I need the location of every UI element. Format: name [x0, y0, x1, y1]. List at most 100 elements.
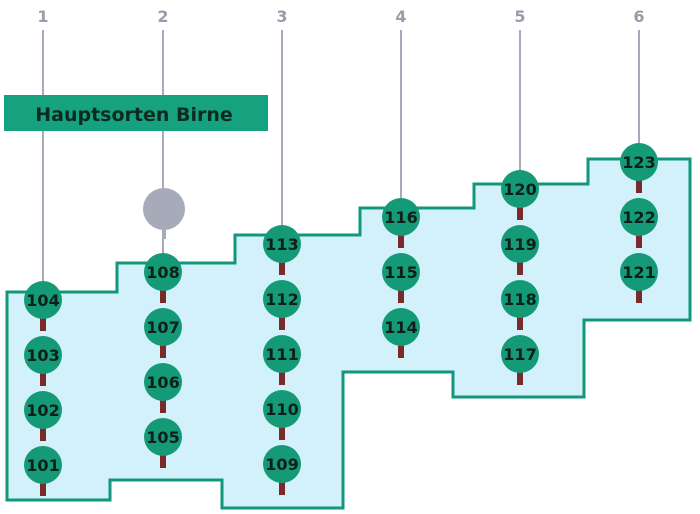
tree-115[interactable]: 115: [382, 253, 420, 303]
tree-crown-icon: [144, 308, 182, 346]
tree-trunk: [279, 368, 285, 385]
tree-label: 121: [622, 263, 655, 282]
tree-label: 105: [146, 428, 179, 447]
tree-trunk: [279, 313, 285, 330]
tree-113[interactable]: 113: [263, 225, 301, 275]
tree-trunk: [517, 313, 523, 330]
tree-trunk: [398, 286, 404, 303]
tree-crown-icon: [382, 308, 420, 346]
tree-crown-icon: [501, 280, 539, 318]
tree-trunk: [398, 231, 404, 248]
tree-111[interactable]: 111: [263, 335, 301, 385]
tree-105[interactable]: 105: [144, 418, 182, 468]
tree-crown-icon: [24, 281, 62, 319]
tree-crown-icon: [263, 390, 301, 428]
tree-104[interactable]: 104: [24, 281, 62, 331]
page-title: Hauptsorten Birne: [35, 104, 233, 126]
tree-trunk: [636, 176, 642, 193]
tree-trunk: [160, 286, 166, 303]
tree-trunk: [160, 341, 166, 358]
tree-crown-icon: [263, 280, 301, 318]
tree-122[interactable]: 122: [620, 198, 658, 248]
tree-trunk: [279, 423, 285, 440]
title-banner-background: [4, 95, 268, 131]
tree-crown-icon: [620, 198, 658, 236]
row-number: 5: [514, 7, 525, 26]
tree-label: 116: [384, 208, 417, 227]
tree-trunk: [160, 451, 166, 468]
tree-120[interactable]: 120: [501, 170, 539, 220]
tree-label: 112: [265, 290, 298, 309]
tree-107[interactable]: 107: [144, 308, 182, 358]
tree-trunk: [279, 478, 285, 495]
tree-117[interactable]: 117: [501, 335, 539, 385]
tree-crown-icon: [24, 391, 62, 429]
tree-109[interactable]: 109: [263, 445, 301, 495]
tree-label: 106: [146, 373, 179, 392]
tree-label: 113: [265, 235, 298, 254]
tree-label: 118: [503, 290, 536, 309]
tree-112[interactable]: 112: [263, 280, 301, 330]
tree-crown-icon: [263, 225, 301, 263]
tree-crown-icon: [144, 363, 182, 401]
tree-106[interactable]: 106: [144, 363, 182, 413]
tree-trunk: [40, 479, 46, 496]
tree-102[interactable]: 102: [24, 391, 62, 441]
tree-crown-icon: [382, 198, 420, 236]
row-number: 4: [395, 7, 406, 26]
tree-116[interactable]: 116: [382, 198, 420, 248]
row-number: 2: [157, 7, 168, 26]
tree-label: 107: [146, 318, 179, 337]
tree-crown-icon: [24, 336, 62, 374]
tree-crown-icon: [501, 335, 539, 373]
tree-trunk: [517, 258, 523, 275]
tree-label: 102: [26, 401, 59, 420]
tree-crown-icon: [501, 225, 539, 263]
row-number: 3: [276, 7, 287, 26]
orchard-area: [5, 157, 692, 510]
tree-trunk: [40, 314, 46, 331]
tree-crown-icon: [620, 253, 658, 291]
tree-label: 115: [384, 263, 417, 282]
tree-121[interactable]: 121: [620, 253, 658, 303]
tree-crown-icon: [263, 445, 301, 483]
tree-123[interactable]: 123: [620, 143, 658, 193]
tree-118[interactable]: 118: [501, 280, 539, 330]
tree-103[interactable]: 103: [24, 336, 62, 386]
tree-label: 123: [622, 153, 655, 172]
tree-trunk: [40, 424, 46, 441]
row-number: 1: [37, 7, 48, 26]
tree-label: 120: [503, 180, 536, 199]
tree-trunk: [279, 258, 285, 275]
tree-trunk: [517, 368, 523, 385]
tree-crown-icon: [144, 418, 182, 456]
trees: 104 103 102 101 108 107 106 105 113 112 111 110 109 1…: [24, 143, 658, 496]
tree-119[interactable]: 119: [501, 225, 539, 275]
tree-trunk: [517, 203, 523, 220]
tree-110[interactable]: 110: [263, 390, 301, 440]
location-pin-icon: [143, 188, 185, 239]
tree-crown-icon: [382, 253, 420, 291]
tree-label: 119: [503, 235, 536, 254]
tree-label: 114: [384, 318, 417, 337]
tree-crown-icon: [24, 446, 62, 484]
row-number: 6: [633, 7, 644, 26]
tree-label: 104: [26, 291, 59, 310]
tree-crown-icon: [263, 335, 301, 373]
tree-114[interactable]: 114: [382, 308, 420, 358]
tree-101[interactable]: 101: [24, 446, 62, 496]
row-lines: [42, 30, 640, 300]
tree-label: 111: [265, 345, 298, 364]
title-banner: Hauptsorten Birne: [4, 95, 268, 131]
tree-trunk: [40, 369, 46, 386]
tree-crown-icon: [501, 170, 539, 208]
tree-label: 101: [26, 456, 59, 475]
tree-label: 109: [265, 455, 298, 474]
tree-108[interactable]: 108: [144, 253, 182, 303]
tree-trunk: [160, 396, 166, 413]
tree-crown-icon: [144, 253, 182, 291]
tree-label: 103: [26, 346, 59, 365]
row-numbers: 1 2 3 4 5 6: [37, 7, 644, 26]
tree-trunk: [636, 286, 642, 303]
